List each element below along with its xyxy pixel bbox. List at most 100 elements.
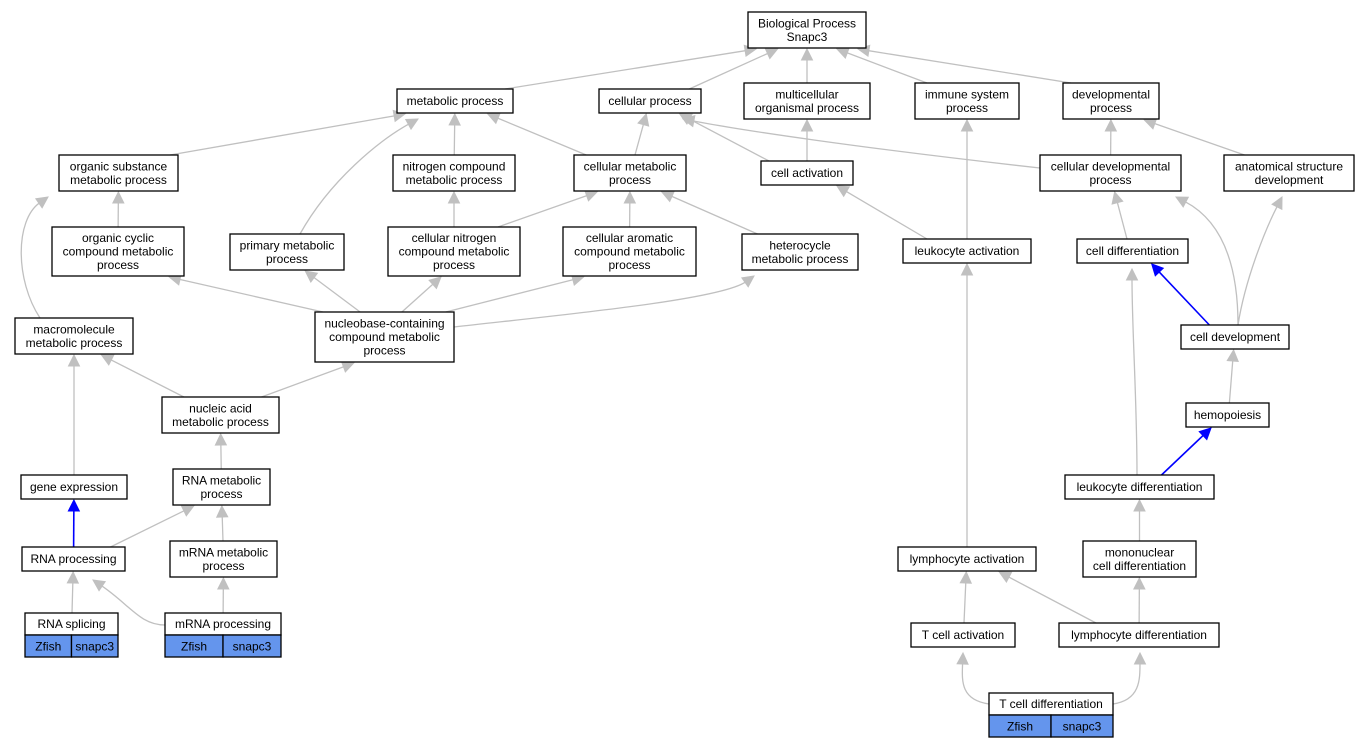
go-term-leuk-act[interactable]: leukocyte activation — [902, 238, 1032, 264]
edge-cell_development-to-cell_dev_proc-arrowhead — [1175, 196, 1190, 208]
term-box[interactable] — [910, 622, 1016, 648]
go-term-leuk-diff[interactable]: leukocyte differentiation — [1064, 474, 1215, 500]
edge-mrna_proc-to-rna_proc-arrowhead — [92, 579, 107, 592]
edge-macro-to-organic_sub-arrowhead — [34, 196, 49, 209]
term-box[interactable] — [741, 233, 859, 271]
annotation-cell[interactable] — [70, 634, 119, 658]
term-box[interactable] — [760, 160, 854, 186]
term-box[interactable] — [743, 82, 871, 120]
term-label-line: metabolic process — [407, 94, 504, 108]
term-box[interactable] — [1062, 82, 1160, 120]
go-term-lymph-act[interactable]: lymphocyte activation — [897, 546, 1037, 572]
edge-heterocycle-to-cell_metabolic — [670, 195, 758, 235]
term-box[interactable] — [20, 474, 128, 500]
term-box[interactable] — [914, 82, 1020, 120]
term-box[interactable] — [562, 226, 697, 277]
term-label-line: cellular nitrogen — [412, 231, 497, 245]
edge-tcell_diff-to-lymph_diff — [1112, 662, 1141, 705]
annotation-label: snapc3 — [1063, 720, 1102, 734]
annotation-label: Zfish — [1007, 720, 1033, 734]
term-box[interactable] — [1058, 622, 1220, 648]
term-box[interactable] — [1076, 238, 1189, 264]
go-term-lymph-diff[interactable]: lymphocyte differentiation — [1058, 622, 1220, 648]
term-label-line: leukocyte differentiation — [1077, 480, 1203, 494]
term-label-line: heterocycle — [769, 238, 831, 252]
annotation-cell[interactable] — [222, 634, 282, 658]
term-box[interactable] — [387, 226, 521, 277]
edge-hemopoiesis-to-cell_development — [1228, 359, 1234, 404]
go-term-metabolic[interactable]: metabolic process — [396, 88, 514, 114]
term-box[interactable] — [396, 88, 514, 114]
edges-layer — [20, 44, 1283, 705]
term-label-line: nucleic acid — [189, 401, 252, 415]
go-term-tcell-act[interactable]: T cell activation — [910, 622, 1016, 648]
term-box[interactable] — [51, 226, 185, 277]
term-box[interactable] — [169, 540, 278, 578]
term-box[interactable] — [897, 546, 1037, 572]
go-term-cellular[interactable]: cellular process — [598, 88, 702, 114]
term-label-line: primary metabolic — [240, 238, 335, 252]
term-box[interactable] — [314, 311, 455, 363]
go-term-hemopoiesis[interactable]: hemopoiesis — [1185, 402, 1270, 428]
term-box[interactable] — [902, 238, 1032, 264]
term-box[interactable] — [1223, 154, 1355, 192]
term-label-line: immune system — [925, 87, 1009, 101]
go-term-rna-proc[interactable]: RNA processing — [21, 546, 126, 572]
term-label-line: leukocyte activation — [915, 244, 1020, 258]
term-label-line: lymphocyte activation — [910, 552, 1025, 566]
term-box[interactable] — [1180, 324, 1290, 350]
term-box[interactable] — [392, 154, 516, 192]
go-term-cell-diff[interactable]: cell differentiation — [1076, 238, 1189, 264]
term-box[interactable] — [21, 546, 126, 572]
go-term-gene-expr[interactable]: gene expression — [20, 474, 128, 500]
annotation-cell[interactable] — [1050, 714, 1114, 738]
term-box[interactable] — [229, 233, 345, 271]
edge-leuk_diff-to-cell_diff-arrowhead — [1125, 267, 1139, 281]
term-box[interactable] — [1039, 154, 1182, 192]
term-label-line: RNA processing — [30, 552, 116, 566]
term-box[interactable] — [573, 154, 687, 192]
edge-cellular-to-bp-arrowhead — [764, 47, 779, 60]
term-box[interactable] — [172, 468, 271, 506]
term-label-line: Snapc3 — [787, 30, 828, 44]
term-box[interactable] — [1185, 402, 1270, 428]
go-term-cell-activation[interactable]: cell activation — [760, 160, 854, 186]
edge-cell_dev_proc-to-cellular-arrowhead — [681, 114, 696, 128]
edge-cell_development-to-cell_diff — [1158, 270, 1210, 326]
term-box[interactable] — [747, 11, 867, 49]
term-box[interactable] — [58, 154, 179, 192]
go-term-cell-development[interactable]: cell development — [1180, 324, 1290, 350]
edge-cell_nitrogen-to-cell_metabolic-arrowhead — [584, 189, 599, 202]
term-box[interactable] — [1064, 474, 1215, 500]
edge-immune-to-bp-arrowhead — [835, 47, 850, 59]
term-box[interactable] — [14, 317, 134, 355]
edge-tcell_act-to-lymph_act — [963, 581, 967, 624]
edge-nucleic-to-nucleobase — [261, 365, 345, 398]
term-box[interactable] — [1082, 540, 1197, 578]
term-box[interactable] — [161, 396, 280, 434]
term-box[interactable] — [598, 88, 702, 114]
